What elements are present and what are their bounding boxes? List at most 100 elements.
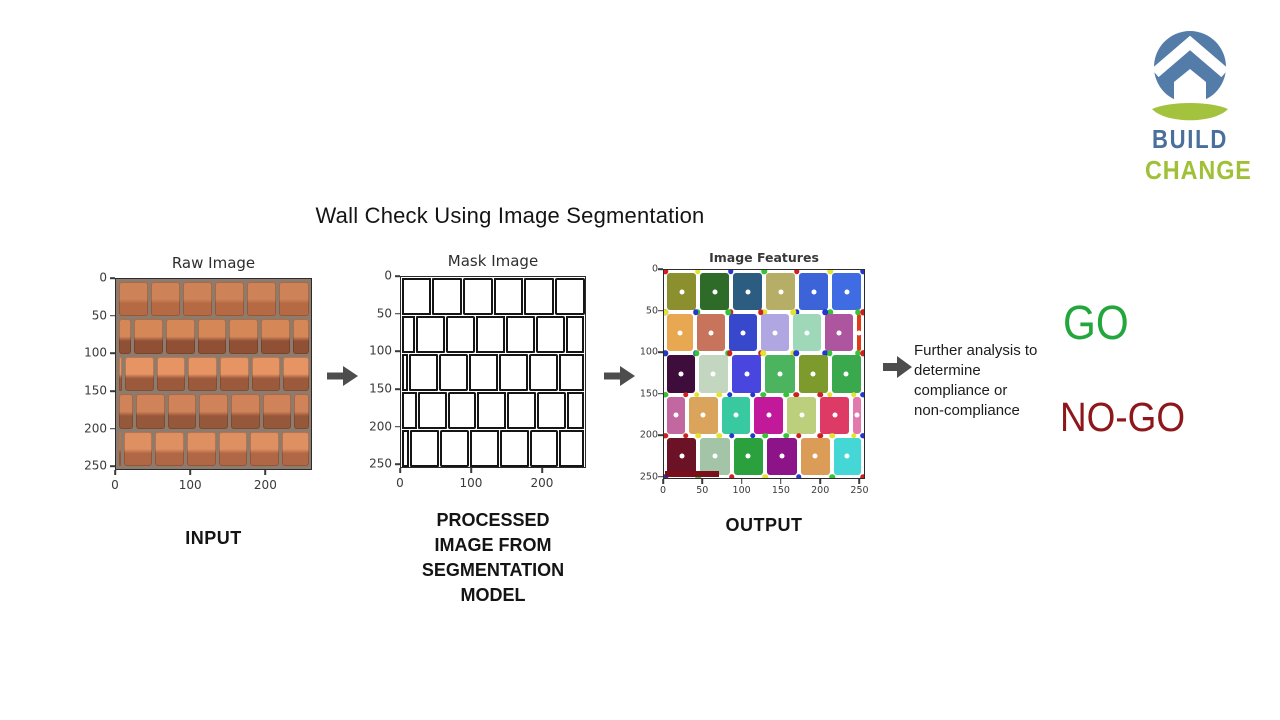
x-tick-mark (740, 479, 743, 484)
brick (215, 281, 245, 317)
mask-brick (432, 277, 462, 315)
brick (118, 319, 132, 354)
segment-brick (667, 273, 696, 311)
corner-dot (860, 270, 864, 274)
segment-brick (733, 437, 764, 476)
mask-brick (469, 429, 499, 467)
brick (118, 356, 122, 392)
raw-image-figure (115, 278, 312, 470)
segment-brick (831, 355, 862, 393)
brick (262, 394, 292, 429)
segment-brick (700, 273, 729, 311)
y-tick-label: 50 (376, 306, 392, 321)
y-tick-mark (110, 352, 115, 355)
mask-brick (401, 315, 416, 353)
segment-center-dot (712, 289, 717, 295)
segment-brick (824, 314, 853, 352)
input-label: INPUT (185, 528, 242, 548)
y-tick-mark (110, 427, 115, 430)
y-tick-mark (395, 275, 400, 277)
segment-center-dot (844, 289, 849, 295)
y-tick-mark (395, 312, 400, 315)
y-tick-mark (395, 463, 400, 466)
brick (166, 319, 195, 354)
segment-center-dot (710, 371, 716, 377)
brick (282, 431, 309, 467)
y-tick-mark (658, 392, 663, 395)
mask-brick (498, 353, 528, 391)
mask-brick (401, 277, 432, 315)
segment-center-dot (843, 371, 849, 377)
raw-plot-title: Raw Image (171, 254, 256, 272)
x-tick-mark (470, 468, 472, 473)
segment-center-dot (832, 412, 838, 418)
feature-brick-row (664, 309, 864, 357)
y-tick-label: 50 (645, 304, 658, 316)
x-tick-mark (701, 479, 704, 484)
brick (229, 319, 259, 354)
segment-center-dot (745, 289, 750, 295)
segment-brick (820, 396, 849, 434)
segment-center-dot (799, 412, 805, 418)
mask-brick (446, 315, 476, 353)
brick (292, 319, 309, 354)
segment-center-dot (844, 453, 850, 459)
segment-brick (856, 314, 862, 352)
brick (123, 431, 153, 467)
brick (187, 431, 216, 467)
flow-arrow-3-icon (883, 356, 912, 378)
x-tick-label: 250 (850, 485, 869, 496)
segment-brick (733, 273, 762, 311)
corner-dot (796, 474, 802, 478)
y-tick-label: 50 (91, 308, 107, 323)
y-tick-mark (395, 425, 400, 428)
corner-dot (829, 474, 835, 478)
brick (197, 319, 227, 354)
segment-center-dot (679, 289, 684, 295)
caption-line: PROCESSED (436, 510, 550, 530)
mask-brick (401, 353, 409, 391)
segment-center-dot (712, 453, 718, 459)
segment-brick (698, 355, 729, 393)
segment-center-dot (745, 453, 751, 459)
brick (294, 394, 309, 429)
segment-brick (667, 437, 697, 476)
x-tick-label: 100 (732, 485, 751, 496)
segment-center-dot (772, 330, 778, 336)
logo-text-change: CHANGE (1145, 155, 1252, 185)
logo-text-build: BUILD (1151, 124, 1229, 154)
brick (134, 319, 164, 354)
x-tick-label: 50 (696, 485, 709, 496)
y-tick-mark (110, 390, 115, 392)
brick (150, 281, 180, 317)
segment-brick (761, 314, 789, 352)
segment-brick (667, 355, 695, 393)
segment-brick (798, 355, 828, 393)
y-tick-mark (658, 434, 663, 436)
brick (279, 281, 309, 317)
x-tick-label: 100 (178, 478, 202, 492)
mask-brick (528, 353, 558, 391)
corner-dot (729, 474, 735, 478)
analysis-note-line: compliance or (914, 382, 1008, 399)
y-tick-label: 0 (99, 270, 107, 285)
segment-brick (697, 314, 726, 352)
segment-center-dot (679, 453, 685, 459)
raw-brick-row (117, 280, 310, 318)
x-tick-label: 200 (530, 476, 554, 490)
brick (250, 431, 280, 467)
x-tick-label: 100 (459, 476, 483, 490)
raw-brick-row (117, 318, 310, 356)
mask-brick (524, 277, 554, 315)
segment-brick (754, 396, 784, 434)
brick (182, 281, 213, 317)
segment-center-dot (779, 453, 785, 459)
x-tick-label: 0 (396, 476, 404, 490)
y-tick-label: 250 (369, 456, 392, 471)
house-logo-icon (1146, 31, 1234, 121)
segment-brick (852, 396, 861, 434)
brick (283, 356, 309, 392)
x-tick-mark (264, 470, 267, 475)
